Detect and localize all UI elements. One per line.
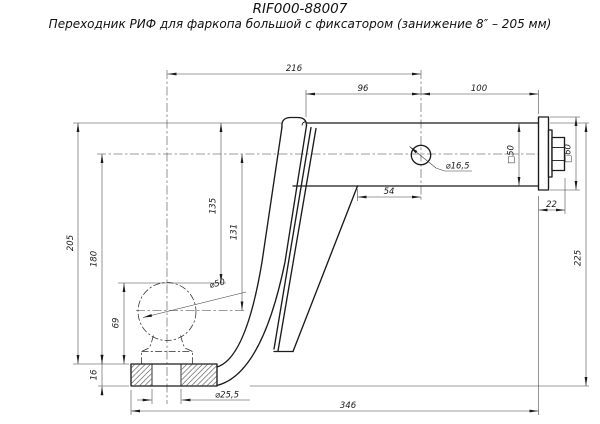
plate-curl-over-tube [281, 116, 308, 128]
dim-16: 16 [90, 354, 104, 396]
dim-dia-16-5: ⌀16,5 [409, 146, 472, 172]
ball-neck-left [141, 335, 154, 364]
dim-69: 69 [112, 283, 126, 364]
ball-platform [130, 363, 218, 387]
dim-label-346: 346 [340, 401, 357, 411]
gusset-diagonal-edge [292, 185, 359, 353]
drop-plate-outer-edge [216, 124, 308, 387]
dim-label-square-50: □50 [507, 145, 517, 164]
dim-96: 96 [306, 84, 421, 96]
dim-label-54: 54 [384, 187, 395, 197]
lock-nut [551, 136, 566, 172]
centerlines [97, 70, 566, 404]
dim-label-16: 16 [90, 369, 100, 380]
dim-label-dia-50: ⌀50 [208, 277, 226, 290]
dim-205: 205 [66, 123, 80, 364]
dim-label-205: 205 [66, 235, 76, 251]
hitch-ball-phantom [137, 282, 197, 364]
dim-label-131: 131 [230, 224, 240, 240]
dim-22: 22 [538, 200, 565, 212]
dim-label-96: 96 [358, 84, 369, 94]
dim-label-135: 135 [209, 198, 219, 214]
dim-label-180: 180 [90, 251, 100, 267]
hitch-pin-hole [410, 144, 432, 166]
dim-216: 216 [167, 64, 421, 76]
dim-100: 100 [421, 84, 539, 96]
dim-label-22: 22 [546, 200, 557, 210]
dim-label-225: 225 [574, 250, 584, 266]
dim-label-100: 100 [471, 84, 487, 94]
drawing-title: RIF000-88007 [253, 1, 348, 17]
shank-tube [281, 116, 540, 187]
washer-plate [547, 129, 553, 178]
dim-180: 180 [90, 154, 104, 364]
extension-lines [73, 90, 589, 415]
ball-sphere [137, 282, 197, 341]
dim-square-50: □50 [507, 123, 521, 186]
gusset-left-edge [273, 126, 312, 350]
dim-346: 346 [131, 401, 539, 413]
dim-135: 135 [209, 123, 223, 283]
dim-54: 54 [357, 187, 421, 199]
drop-plates [216, 124, 359, 387]
gusset-right-edge [277, 127, 317, 352]
drawing-subtitle: Переходник РИФ для фаркопа большой с фик… [49, 17, 552, 31]
flange-plate [537, 116, 550, 191]
dim-square-60: □60 [564, 117, 578, 190]
curl-inner-edge [301, 121, 307, 126]
dim-label-dia-25-5: ⌀25,5 [215, 391, 239, 401]
ball-neck-right [180, 335, 193, 364]
title-block: RIF000-88007 Переходник РИФ для фаркопа … [49, 1, 552, 31]
hatch-right [181, 364, 217, 386]
dim-dia-25-5: ⌀25,5 [137, 391, 250, 402]
dim-225: 225 [574, 123, 588, 386]
hatch-left [131, 364, 152, 386]
platform-outline [130, 363, 218, 387]
dim-dia-50: ⌀50 [142, 277, 247, 318]
dim-label-69: 69 [112, 318, 122, 329]
dim-131: 131 [230, 154, 244, 311]
dim-label-dia-16-5: ⌀16,5 [446, 162, 470, 172]
dim-label-square-60: □60 [564, 144, 574, 163]
drop-plate-inner-edge [216, 126, 283, 368]
dim-label-216: 216 [286, 64, 303, 74]
end-flange-assembly [537, 116, 566, 191]
